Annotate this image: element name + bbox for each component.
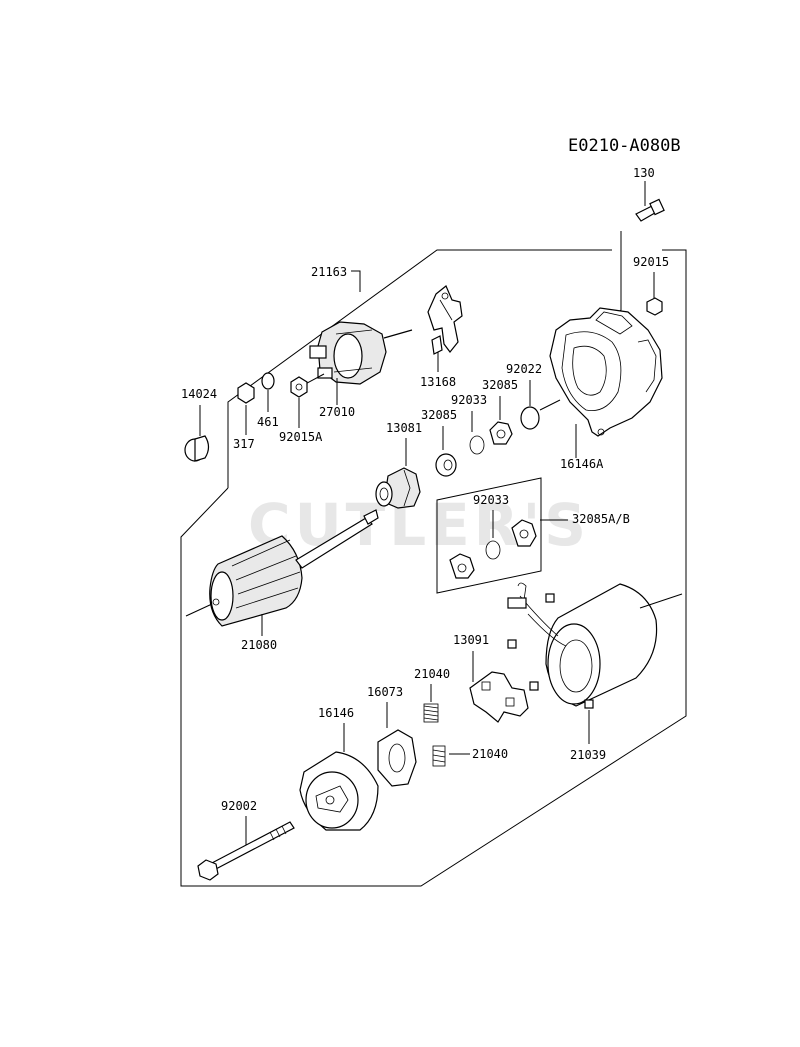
label-461: 461: [257, 415, 279, 429]
label-21040-a: 21040: [414, 667, 450, 681]
armature-21080-icon: [185, 509, 379, 627]
label-32085-b: 32085: [421, 408, 457, 422]
label-16073: 16073: [367, 685, 403, 699]
label-92015A: 92015A: [279, 430, 323, 444]
spring-21040-b-icon: [432, 745, 446, 767]
label-21039: 21039: [570, 748, 606, 762]
watermark: CUTLER'S: [248, 491, 590, 559]
label-16146: 16146: [318, 706, 354, 720]
label-27010: 27010: [319, 405, 355, 419]
washer-461-icon: [261, 372, 275, 390]
label-16146A: 16146A: [560, 457, 604, 471]
label-32085-a: 32085: [482, 378, 518, 392]
retainer-32085-b-icon: [435, 453, 457, 477]
label-21163: 21163: [311, 265, 347, 279]
lever-13168-icon: [427, 285, 463, 355]
end-cover-16146-icon: [299, 751, 379, 831]
label-130: 130: [633, 166, 655, 180]
label-92015: 92015: [633, 255, 669, 269]
label-317: 317: [233, 437, 255, 451]
outer-frame: [180, 249, 687, 887]
nut-92015-icon: [646, 297, 663, 316]
nut-92015A-icon: [290, 376, 308, 398]
retainer-32085AB-icon: [449, 519, 537, 579]
retainer-32085-a-icon: [489, 421, 513, 445]
spring-21040-a-icon: [423, 703, 439, 723]
nut-317-icon: [237, 382, 255, 404]
bracket-16146A-icon: [549, 307, 663, 458]
label-92002: 92002: [221, 799, 257, 813]
label-13091: 13091: [453, 633, 489, 647]
label-21080: 21080: [241, 638, 277, 652]
cap-14024-icon: [184, 435, 210, 462]
through-bolt-92002-icon: [197, 821, 295, 881]
plate-16073-icon: [377, 729, 417, 787]
label-14024: 14024: [181, 387, 217, 401]
bolt-130-icon: [611, 181, 665, 319]
brush-holder-13091-icon: [469, 671, 529, 723]
washer-92022-icon: [520, 406, 540, 430]
yoke-21039-icon: [507, 582, 683, 709]
ring-92033-b-icon: [485, 540, 501, 560]
label-92022: 92022: [506, 362, 542, 376]
label-21040-b: 21040: [472, 747, 508, 761]
clutch-13081-icon: [375, 467, 421, 509]
inset-frame: [436, 477, 542, 594]
label-32085AB: 32085A/B: [572, 512, 630, 526]
diagram-code: E0210-A080B: [568, 136, 681, 156]
ring-92033-a-icon: [469, 435, 485, 455]
solenoid-21163-icon: [295, 321, 413, 390]
label-13168: 13168: [420, 375, 456, 389]
label-92033-b: 92033: [473, 493, 509, 507]
label-13081: 13081: [386, 421, 422, 435]
label-92033-a: 92033: [451, 393, 487, 407]
